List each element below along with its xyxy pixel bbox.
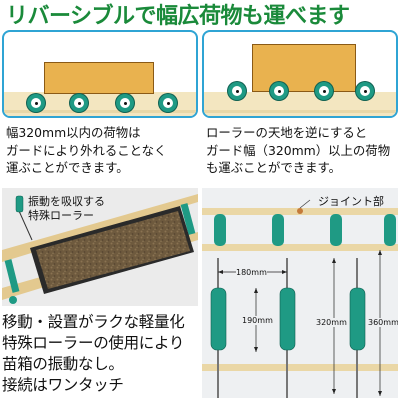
joint-label: ジョイント部 [318,195,384,208]
conveyor-photo [2,188,198,306]
roller-icon [270,82,288,100]
conveyor-rail [4,110,196,113]
feature-line: 移動・設置がラクな軽量化 [2,313,185,331]
roller-dimension-illustration [202,199,398,398]
roller-icon [228,82,246,100]
feature-line: 特殊ローラーの使用により [2,334,185,352]
feature-line: 接続はワンタッチ [2,376,124,394]
roller-icon [159,94,177,112]
wide-cargo-box [252,44,356,92]
roller-icon [116,94,134,112]
feature-line: 苗箱の振動なし。 [2,355,124,373]
caption-line: 幅320mm以内の荷物は [6,125,141,140]
dimension-spacing: 180mm [236,268,267,277]
feature-description: 移動・設置がラクな軽量化 特殊ローラーの使用により 苗箱の振動なし。 接続はワン… [2,312,198,396]
caption-line: 運ぶことができます。 [6,160,129,175]
conveyor-rail [204,110,396,113]
caption-narrow-cargo: 幅320mm以内の荷物は ガードにより外れることなく 運ぶことができます。 [6,124,166,177]
headline: リバーシブルで幅広荷物も運べます [6,4,350,29]
roller-icon [315,82,333,100]
roller-icon [70,94,88,112]
conveyor-tray-illustration [2,194,198,304]
caption-line: ローラーの天地を逆にすると [206,125,368,140]
caption-line: ガードにより外れることなく [6,142,167,158]
roller-dimension-photo: 180mm 190mm 320mm 360mm [202,188,398,398]
caption-line: も運ぶことができます。 [206,160,342,175]
dimension-overall-width: 360mm [368,318,398,327]
diagram-panel-narrow-cargo [2,30,198,118]
dimension-roller-length: 190mm [242,316,273,325]
dimension-guard-width: 320mm [316,318,347,327]
diagram-panel-wide-cargo [202,30,398,118]
cargo-box [44,62,154,94]
roller-icon [356,82,374,100]
roller-icon [27,94,45,112]
caption-wide-cargo: ローラーの天地を逆にすると ガード幅（320mm）以上の荷物 も運ぶことができま… [206,124,390,177]
roller-callout-line: 特殊ローラー [28,209,94,222]
roller-callout-line: 振動を吸収する [28,195,105,208]
caption-line: ガード幅（320mm）以上の荷物 [206,142,391,158]
roller-callout: 振動を吸収する 特殊ローラー [28,195,105,223]
